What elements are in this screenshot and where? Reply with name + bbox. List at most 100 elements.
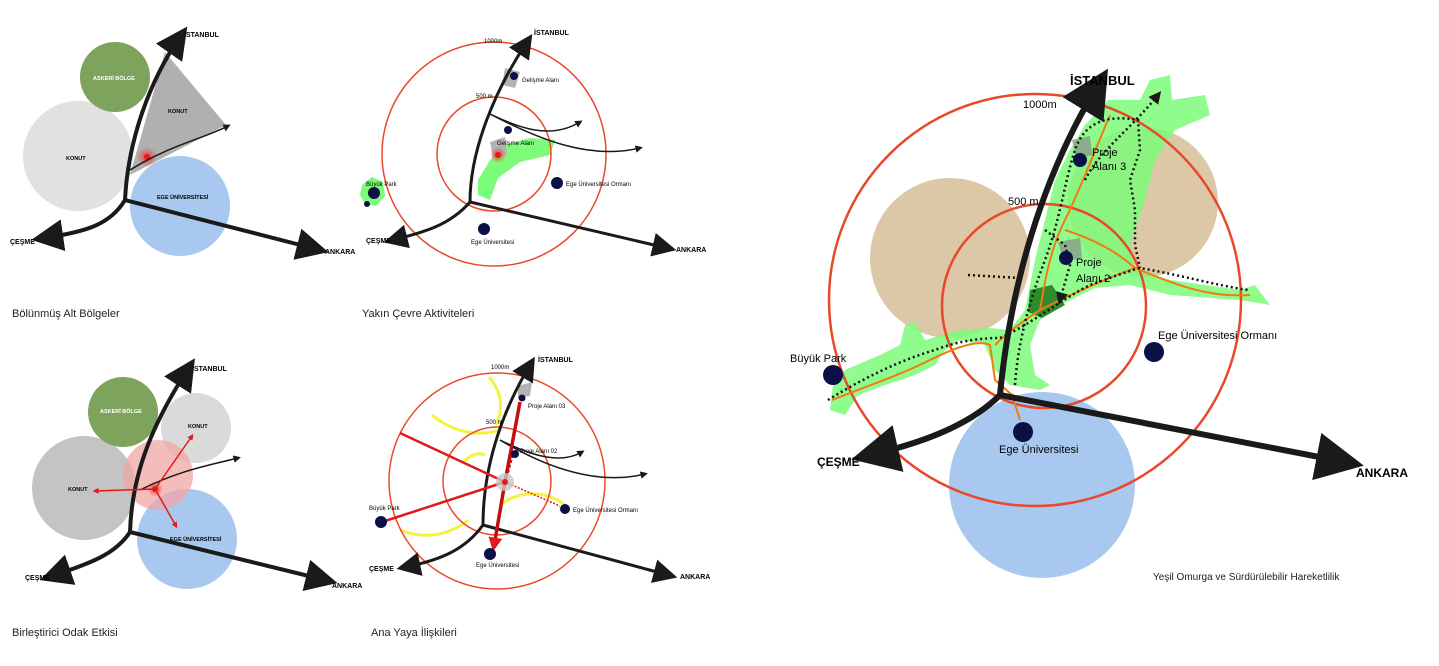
green-corridor — [478, 138, 555, 200]
proje2-dot — [1059, 251, 1073, 265]
caption-panel5: Yeşil Omurga ve Sürdürülebilir Hareketli… — [1153, 572, 1340, 583]
path-northwest — [399, 431, 506, 484]
road-east — [139, 455, 241, 491]
label-cesme: ÇEŞME — [369, 566, 394, 573]
focus-point — [495, 152, 501, 158]
label-egeuni: Ege Üniversitesi — [999, 444, 1078, 456]
buyukpark-dot-1 — [368, 187, 380, 199]
label-konut-right: KONUT — [168, 109, 188, 115]
buyukpark-dot — [823, 365, 843, 385]
path-to-egeuni — [488, 481, 507, 552]
proje02-dot — [511, 450, 519, 458]
konut-right-zone — [161, 393, 231, 463]
label-r500: 500 m — [476, 94, 493, 100]
road-istanbul — [468, 34, 533, 203]
panel-birlestirici-odak: İSTANBUL ÇEŞME ANKARA ASKERİ BÖLGE KONUT… — [25, 358, 362, 591]
label-proje2-line1: Proje — [1076, 257, 1102, 269]
label-orman: Ege Üniversitesi Ormanı — [1158, 330, 1277, 342]
label-proje03: Proje Alanı 03 — [528, 404, 566, 410]
caption-panel3: Birleştirici Odak Etkisi — [12, 627, 118, 639]
road-istanbul — [128, 358, 195, 533]
ring-1000 — [381, 41, 607, 267]
panel-yesil-omurga: İSTANBUL ÇEŞME ANKARA 1000m 500 m Proje … — [790, 68, 1408, 578]
yellow-arc-3 — [399, 518, 469, 537]
label-proje3-line1: Proje — [1092, 147, 1118, 159]
arrow-to-konut-right — [154, 434, 194, 490]
label-egeuni: Ege Üniversitesi — [476, 562, 519, 569]
label-buyukpark: Büyük Park — [366, 182, 398, 188]
arrow-to-konut-left — [92, 487, 156, 494]
egeuni-dot — [1013, 422, 1033, 442]
label-orman: Ege Üniversitesi Ormanı — [566, 181, 631, 188]
askeri-zone — [80, 42, 150, 112]
orman-dot — [551, 177, 563, 189]
yellow-arc-4 — [499, 492, 566, 507]
ege-zone — [949, 392, 1135, 578]
gelisme-dot-2 — [504, 126, 512, 134]
orman-dot — [1144, 342, 1164, 362]
caption-panel1: Bölünmüş Alt Bölgeler — [12, 308, 120, 320]
orange-path-3 — [1039, 114, 1111, 311]
label-proje02: Proje Alanı 02 — [520, 449, 558, 455]
label-askeri: ASKERİ BÖLGE — [100, 408, 142, 415]
label-konut-left: KONUT — [66, 156, 86, 162]
road-istanbul — [997, 68, 1109, 396]
label-proje2-line2: Alanı 2 — [1076, 273, 1110, 285]
ege-zone — [137, 489, 237, 589]
dotted-path-3 — [1083, 91, 1162, 181]
proje3-dot — [1073, 153, 1087, 167]
road-ankara — [469, 200, 677, 257]
road-east-2 — [489, 113, 643, 153]
label-ankara: ANKARA — [680, 574, 710, 581]
focus-area — [123, 440, 193, 510]
orange-path-1 — [831, 342, 1021, 421]
dotted-path-1 — [827, 266, 1249, 402]
gelisme-dot-1 — [510, 72, 518, 80]
road-istanbul — [123, 26, 188, 201]
road-ankara — [129, 530, 338, 591]
label-istanbul: İSTANBUL — [192, 365, 228, 373]
askeri-zone — [88, 377, 158, 447]
label-ankara: ANKARA — [332, 583, 362, 590]
label-istanbul: İSTANBUL — [1070, 73, 1135, 88]
proje03-dot — [518, 394, 526, 402]
dotted-path-2 — [1013, 117, 1142, 386]
focus-point — [144, 154, 150, 160]
yellow-arc-5 — [460, 452, 486, 465]
label-cesme: ÇEŞME — [25, 575, 50, 582]
konut-left-zone — [23, 101, 133, 211]
road-east — [129, 124, 231, 171]
egeuni-dot — [478, 223, 490, 235]
label-gelisme-1: Gelişme Alanı — [522, 78, 559, 84]
label-ankara: ANKARA — [1356, 466, 1408, 480]
label-istanbul: İSTANBUL — [538, 356, 574, 364]
road-cesme — [39, 530, 132, 585]
road-cesme — [31, 198, 127, 252]
ring-1000 — [827, 92, 1243, 508]
label-egeuni: Ege Üniversitesi — [471, 239, 514, 246]
label-konut-left: KONUT — [68, 487, 88, 493]
road-istanbul — [481, 356, 535, 526]
road-cesme — [383, 201, 472, 249]
label-ankara: ANKARA — [676, 247, 706, 254]
proje03-shape — [518, 382, 532, 398]
konut-left-zone — [32, 436, 136, 540]
label-cesme: ÇEŞME — [817, 455, 860, 469]
label-r1000: 1000m — [1023, 99, 1057, 111]
label-r1000: 1000m — [491, 365, 509, 371]
gray-patch-proje3 — [1072, 136, 1092, 158]
road-east-1 — [499, 439, 585, 459]
caption-panel2: Yakın Çevre Aktiviteleri — [362, 308, 475, 320]
ring-1000 — [388, 372, 606, 590]
label-r500: 500 m — [486, 420, 503, 426]
dark-green-patch — [1028, 285, 1065, 318]
green-backbone — [830, 75, 1270, 415]
caption-panel4: Ana Yaya İlişkileri — [371, 627, 457, 639]
panel-yakin-cevre: İSTANBUL ÇEŞME ANKARA 1000m 500 m Gelişm… — [360, 29, 706, 267]
label-cesme: ÇEŞME — [366, 238, 391, 245]
label-konut-right: KONUT — [188, 424, 208, 430]
label-buyukpark: Büyük Park — [369, 506, 401, 512]
buyukpark-dot-2 — [364, 201, 370, 207]
orman-dot — [560, 504, 570, 514]
